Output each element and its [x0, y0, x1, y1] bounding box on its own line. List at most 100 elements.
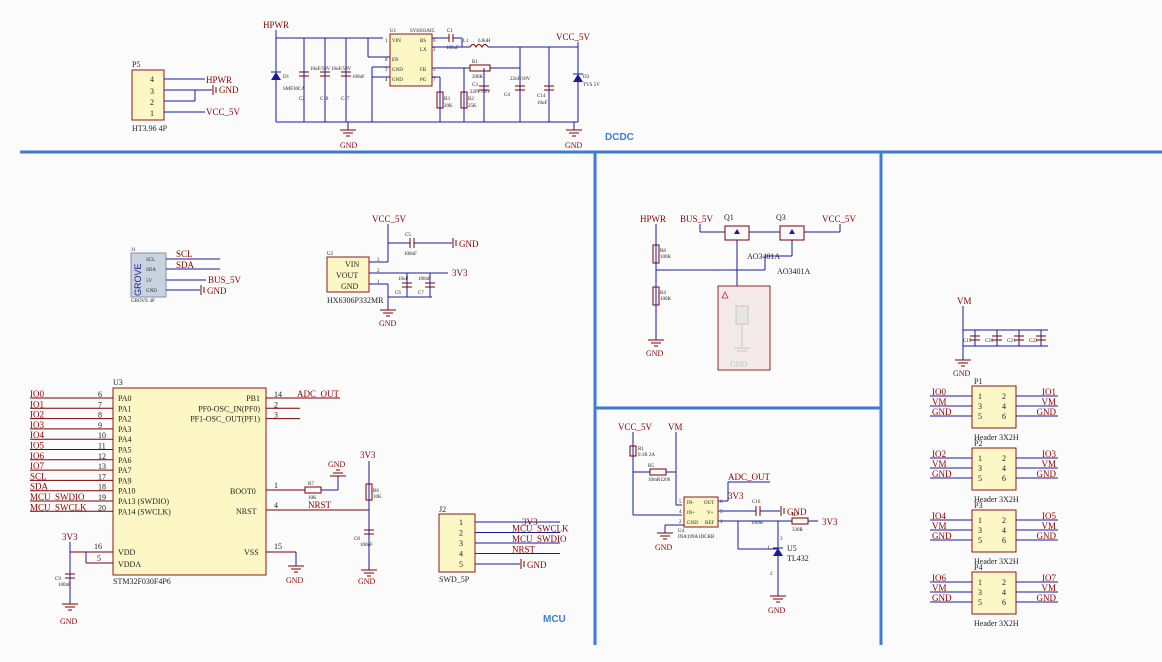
power-switch-block: HPWR R8 100K R4 100K GND BUS_5V Q1 AO340… — [640, 213, 857, 371]
u3-pin-9: PA10 — [118, 487, 136, 496]
grove-net-scl: SCL — [176, 249, 193, 259]
section-separators — [20, 150, 1162, 645]
d3-ref: D3 — [583, 75, 590, 80]
u1-num-4: 4 — [385, 78, 388, 83]
u3-pin-num-8: 17 — [98, 472, 106, 481]
u2-body — [326, 256, 370, 293]
u3-right-pin-1: PF0-OSC_IN(PF0) — [198, 404, 260, 413]
c6-ref: C6 — [395, 291, 401, 296]
header-pin-left-2: 5 — [978, 474, 982, 483]
vm-cap-1: C20 — [985, 339, 994, 344]
u5-pin-3: 3 — [780, 537, 783, 542]
c16-value: 100nF — [751, 521, 764, 526]
header-net-right-1: VM — [1041, 583, 1056, 593]
u3-part: STM32F030F4P6 — [113, 577, 171, 586]
j2-net-0: 3V3 — [522, 517, 538, 527]
u2-3v3-label: 3V3 — [452, 268, 468, 278]
r6-value: 10K — [373, 495, 382, 500]
header-net-right-2: GND — [1037, 469, 1057, 479]
u4-part: INA199A1DCKR — [678, 535, 715, 540]
r7-value: 10K — [308, 496, 317, 501]
warning-icon — [721, 291, 729, 299]
header-net-left-2: GND — [932, 531, 952, 541]
u3-pin-num-3: 9 — [98, 421, 102, 430]
header-pin-left-0: 1 — [978, 516, 982, 525]
u3-net-0: IO0 — [30, 389, 44, 399]
header-net-right-0: IO5 — [1042, 511, 1056, 521]
u3-net-11: MCU_SWCLK — [30, 502, 87, 512]
header-net-right-1: VM — [1041, 397, 1056, 407]
u3-num-boot0: 1 — [274, 481, 278, 490]
header-net-left-0: IO4 — [932, 511, 946, 521]
u4-vcc5v-label: VCC_5V — [618, 422, 653, 432]
header-net-right-0: IO7 — [1042, 573, 1056, 583]
switch-gnd-label: GND — [646, 349, 664, 358]
u4-vm-label: VM — [668, 422, 683, 432]
c7-ref: C7 — [418, 291, 424, 296]
header-pin-left-1: 3 — [978, 402, 982, 411]
u3-pin-11: PA14 (SWCLK) — [118, 507, 171, 516]
header-body — [971, 571, 1017, 615]
u1-pin-gnd2: GND — [392, 78, 403, 83]
header-net-right-0: IO3 — [1042, 449, 1056, 459]
u3-pin-0: PA0 — [118, 394, 132, 403]
boot-gnd-label: GND — [328, 460, 346, 469]
p5-pin-1: 1 — [150, 109, 154, 118]
c16-ref: C16 — [752, 500, 761, 505]
u4-pin-vp: V+ — [707, 511, 714, 516]
dcdc-gnd-label-2: GND — [565, 141, 583, 150]
u3-net-5: IO5 — [30, 441, 44, 451]
u2-pin-vin: VIN — [345, 260, 359, 269]
u3-pin-boot0: BOOT0 — [230, 487, 256, 496]
c3-ref: C3 — [472, 83, 478, 88]
u4-num-l1: 5 — [679, 500, 682, 505]
u3-body — [112, 387, 267, 576]
header-pin-right-2: 6 — [1002, 412, 1006, 421]
c1-ref: C1 — [447, 29, 453, 34]
header-pin-right-1: 4 — [1002, 402, 1006, 411]
header-net-right-2: GND — [1037, 531, 1057, 541]
header-pin-right-1: 4 — [1002, 588, 1006, 597]
c4-ref: C4 — [504, 93, 510, 98]
u1-pin-lx: LX — [420, 48, 427, 53]
placeholder-gnd-label: GND — [730, 360, 748, 369]
grove-ref: J1 — [131, 248, 136, 253]
u1-part: SY8303AIC — [410, 29, 436, 34]
p5-pin-4: 4 — [150, 75, 154, 84]
u1-num-5: 5 — [433, 68, 436, 73]
r3-value: 20K — [444, 104, 453, 109]
u1-body — [389, 33, 433, 87]
header-ref-3: P4 — [974, 563, 982, 572]
p5-net-vcc5v: VCC_5V — [206, 107, 241, 117]
c7-value: 100nF — [418, 277, 431, 282]
r8-ref: R8 — [660, 249, 666, 254]
vm-cap-3: C22 — [1029, 339, 1038, 344]
j2-net-1: MCU_SWCLK — [512, 524, 569, 534]
header-net-right-1: VM — [1041, 459, 1056, 469]
header-pin-left-0: 1 — [978, 578, 982, 587]
r8-value: 100K — [660, 255, 672, 260]
c9-ref: C9 — [55, 577, 61, 582]
j2-ref: J2 — [439, 505, 446, 514]
u3-pin-vss: VSS — [244, 548, 259, 557]
u3-net-1: IO1 — [30, 399, 44, 409]
u3-pin-10: PA13 (SWDIO) — [118, 497, 169, 506]
dcdc-block: HPWR D1 SMF30CA C2 10uF/50V C18 10uF/50V… — [263, 20, 600, 150]
u3-pin-num-1: 7 — [98, 400, 102, 409]
dcdc-gnd-label-1: GND — [340, 141, 358, 150]
u1-num-3: 3 — [385, 68, 388, 73]
u4-pin-inp: IN+ — [687, 511, 695, 516]
header-net-left-2: GND — [932, 407, 952, 417]
header-footprint-1: Header 3X2H — [974, 495, 1019, 504]
u3-net-7: IO7 — [30, 461, 44, 471]
header-pin-left-2: 5 — [978, 536, 982, 545]
header-footprint-0: Header 3X2H — [974, 433, 1019, 442]
grove-net-sda: SDA — [176, 260, 195, 270]
header-pin-left-2: 5 — [978, 598, 982, 607]
j2-net-4: GND — [527, 560, 547, 570]
nrst-gnd-label: GND — [358, 577, 376, 586]
u1-pin-bs: BS — [420, 39, 426, 44]
u3-ref: U3 — [113, 378, 123, 387]
